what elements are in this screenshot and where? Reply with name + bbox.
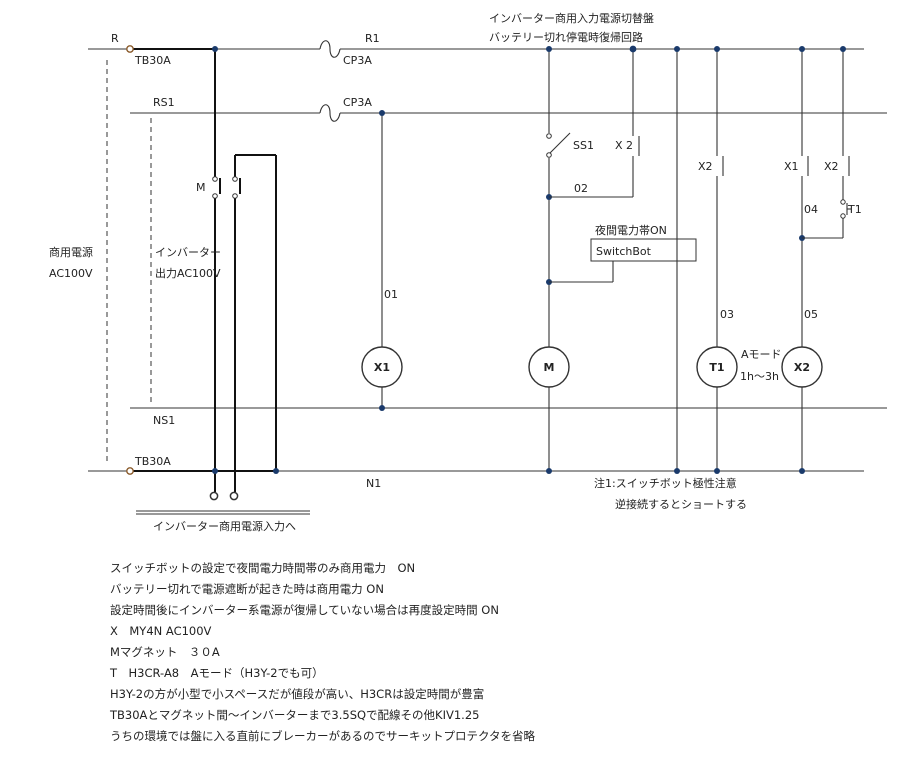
switchbot-box — [590, 238, 697, 262]
label-wire-01: 01 — [384, 288, 398, 301]
output-terminal-1 — [209, 491, 219, 501]
label-t1-contact: T1 — [847, 203, 862, 216]
label-note-short: 逆接続するとショートする — [615, 497, 747, 511]
dot-m-r — [212, 46, 218, 52]
header-title: インバーター商用入力電源切替盤 — [489, 11, 654, 25]
dot-t1-r1 — [714, 46, 720, 52]
label-cp3a-rs1: CP3A — [343, 96, 372, 109]
note-line: うちの環境では盤に入る直前にブレーカーがあるのでサーキットプロテクタを省略 — [110, 729, 536, 743]
note-line: スイッチボットの設定で夜間電力時間帯のみ商用電力 ON — [110, 561, 416, 575]
label-x2-b: X2 — [698, 160, 713, 173]
label-x2-a: X 2 — [615, 139, 633, 152]
label-contact-m: M — [196, 181, 206, 194]
dot-t1-n1 — [714, 468, 720, 474]
note-line: 設定時間後にインバーター系電源が復帰していない場合は再度設定時間 ON — [110, 603, 499, 617]
m-contact-right-upper — [232, 176, 238, 182]
label-coil-x2: X2 — [794, 361, 810, 374]
label-inverter-output: 出力AC100V — [155, 266, 221, 280]
label-commercial-supply: 商用電源 — [49, 245, 93, 259]
dot-sb-r1 — [674, 46, 680, 52]
dot-x1-top — [379, 110, 385, 116]
dot-sb-n1 — [674, 468, 680, 474]
dot-x2a-top — [629, 45, 637, 53]
label-cp3a-r: CP3A — [343, 54, 372, 67]
label-mode: Aモード — [741, 348, 782, 361]
timer-t1 — [696, 346, 738, 388]
note-line: X MY4N AC100V — [110, 624, 212, 638]
note-line: TB30Aとマグネット間～インバーターまで3.5SQで配線その他KIV1.25 — [110, 708, 480, 722]
label-n1: N1 — [366, 477, 381, 490]
m-contact-left-upper — [212, 176, 218, 182]
label-mode-time: 1h～3h — [740, 370, 779, 383]
dot-m-branch-n1 — [546, 468, 552, 474]
dot-m-return — [273, 468, 279, 474]
label-r1: R1 — [365, 32, 380, 45]
label-switchbot: SwitchBot — [596, 245, 652, 258]
label-x1-contact: X1 — [784, 160, 799, 173]
ss1-contact-lower — [546, 152, 552, 158]
label-rs1: RS1 — [153, 96, 175, 109]
label-wire-05: 05 — [804, 308, 818, 321]
fuse-cp3a-r — [319, 40, 341, 58]
label-tb30a-bottom: TB30A — [134, 455, 171, 468]
dot-x2-n1 — [799, 468, 805, 474]
label-wire-04: 04 — [804, 203, 818, 216]
dot-x2c-r1 — [840, 46, 846, 52]
dot-x1-bottom — [379, 405, 385, 411]
note-line: Mマグネット ３０A — [110, 645, 220, 659]
label-ns1: NS1 — [153, 414, 175, 427]
label-coil-m: M — [544, 361, 555, 374]
label-ac100v: AC100V — [49, 267, 93, 280]
note-line: バッテリー切れで電源遮断が起きた時は商用電力 ON — [110, 582, 384, 596]
header-subtitle: バッテリー切れ停電時復帰回路 — [489, 30, 643, 44]
label-ss1: SS1 — [573, 139, 594, 152]
label-night-power: 夜間電力帯ON — [595, 223, 667, 237]
m-contact-right-lower — [232, 193, 238, 199]
label-wire-03: 03 — [720, 308, 734, 321]
terminal-tb30a-bottom — [126, 467, 134, 475]
t1-contact-upper — [840, 199, 846, 205]
output-terminal-2 — [229, 491, 239, 501]
ss1-blade — [549, 132, 571, 154]
label-inverter-input: インバーター商用電源入力へ — [153, 519, 296, 533]
notes-block: スイッチボットの設定で夜間電力時間帯のみ商用電力 ON バッテリー切れで電源遮断… — [110, 558, 535, 747]
dot-m-branch-r1 — [546, 46, 552, 52]
note-line: T H3CR-A8 Aモード（H3Y-2でも可） — [110, 666, 324, 680]
t1-contact-lower — [840, 213, 846, 219]
label-x2-c: X2 — [824, 160, 839, 173]
label-tb30a-top: TB30A — [134, 54, 171, 67]
note-line: H3Y-2の方が小型で小スペースだが値段が高い、H3CRは設定時間が豊富 — [110, 687, 485, 701]
coil-m — [528, 346, 570, 388]
coil-x2 — [781, 346, 823, 388]
label-note-polarity: 注1:スイッチボット極性注意 — [594, 476, 737, 490]
label-coil-x1: X1 — [374, 361, 390, 374]
label-r: R — [111, 32, 119, 45]
coil-x1 — [361, 346, 403, 388]
label-inverter: インバーター — [155, 246, 221, 259]
label-wire-02: 02 — [574, 182, 588, 195]
label-coil-t1: T1 — [709, 361, 724, 374]
terminal-tb30a-top — [126, 45, 134, 53]
dot-x2-r1 — [799, 46, 805, 52]
ss1-contact-upper — [546, 133, 552, 139]
m-contact-left-lower — [212, 193, 218, 199]
dot-m-n — [212, 468, 218, 474]
fuse-cp3a-rs1 — [319, 104, 341, 122]
